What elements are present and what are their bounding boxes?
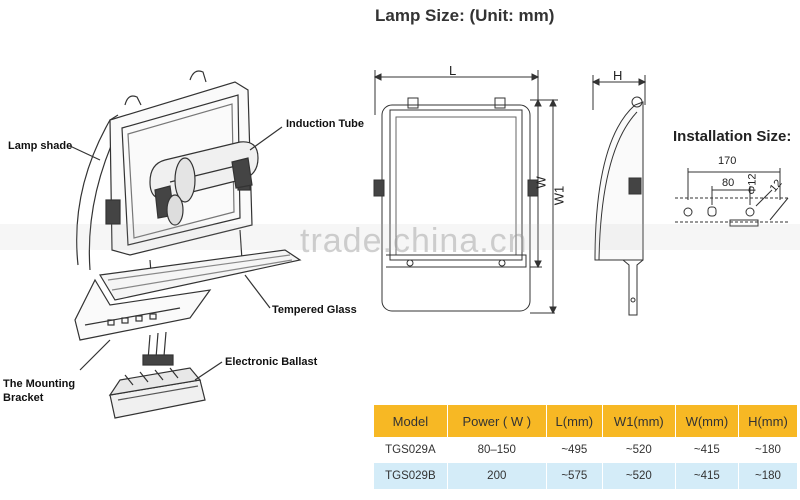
dim-80: 80 [722, 177, 735, 189]
col-model: Model [374, 405, 448, 437]
dim-W: W [533, 176, 549, 189]
cell-model: TGS029B [374, 463, 448, 489]
dim-170: 170 [718, 155, 737, 167]
cell-l: ~495 [546, 437, 603, 463]
table-header-row: Model Power ( W ) L(mm) W1(mm) W(mm) H(m… [374, 405, 799, 437]
dim-W1: W1 [551, 185, 567, 206]
cell-w: ~415 [675, 463, 739, 489]
page-title: Lamp Size: (Unit: mm) [375, 6, 555, 25]
cell-w: ~415 [675, 437, 739, 463]
col-l: L(mm) [546, 405, 603, 437]
cell-h: ~180 [738, 437, 799, 463]
col-w1: W1(mm) [602, 405, 676, 437]
cell-h: ~180 [738, 463, 799, 489]
spec-table: Model Power ( W ) L(mm) W1(mm) W(mm) H(m… [374, 405, 799, 489]
cell-w1: ~520 [602, 437, 676, 463]
side-view-drawing [591, 75, 647, 316]
label-mounting-bracket-line2: Bracket [3, 392, 44, 404]
watermark: trade.china.cn [300, 222, 528, 260]
front-view-drawing [373, 70, 558, 315]
dim-phi12: Φ12 [746, 173, 759, 195]
col-power: Power ( W ) [447, 405, 547, 437]
cell-l: ~575 [546, 463, 603, 489]
label-lamp-shade: Lamp shade [8, 140, 73, 152]
cell-power: 80–150 [447, 437, 547, 463]
table-row: TGS029A 80–150 ~495 ~520 ~415 ~180 [374, 437, 799, 463]
label-tempered-glass: Tempered Glass [272, 304, 357, 316]
cell-w1: ~520 [602, 463, 676, 489]
col-h: H(mm) [738, 405, 799, 437]
col-w: W(mm) [675, 405, 739, 437]
label-electronic-ballast: Electronic Ballast [225, 356, 318, 368]
label-mounting-bracket-line1: The Mounting [3, 378, 76, 390]
cell-model: TGS029A [374, 437, 448, 463]
exploded-lamp-drawing [69, 70, 302, 419]
label-induction-tube: Induction Tube [286, 118, 365, 130]
installation-drawing [675, 168, 790, 227]
watermark-band [0, 224, 800, 250]
installation-title: Installation Size: [673, 128, 792, 145]
cell-power: 200 [447, 463, 547, 489]
dim-L: L [449, 63, 457, 78]
dim-H: H [613, 68, 623, 83]
table-row: TGS029B 200 ~575 ~520 ~415 ~180 [374, 463, 799, 489]
